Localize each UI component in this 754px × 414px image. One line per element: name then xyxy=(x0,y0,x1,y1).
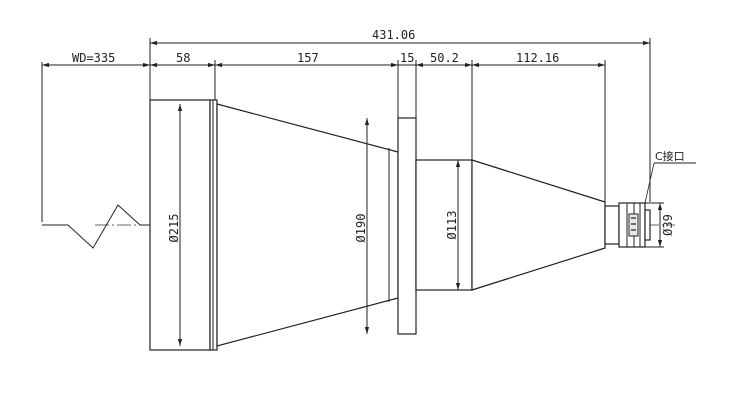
wd-dimension-label: WD=335 xyxy=(72,51,115,65)
mounting-flange xyxy=(397,117,417,335)
thread-marking xyxy=(631,217,636,231)
c-mount-adapter xyxy=(604,205,620,245)
segment-4-dimension-label: 50.2 xyxy=(430,51,459,65)
conical-lens-body xyxy=(216,103,399,347)
segment-2-dimension-label: 157 xyxy=(297,51,319,65)
working-distance-break-line xyxy=(42,204,150,249)
rear-taper xyxy=(471,159,606,291)
overall-dimension-label: 431.06 xyxy=(372,28,415,42)
body-diameter-label: Ø113 xyxy=(445,211,459,240)
segment-1-dimension-label: 58 xyxy=(176,51,190,65)
cylindrical-body xyxy=(415,159,473,291)
front-diameter-label: Ø215 xyxy=(167,214,181,243)
c-mount-leader xyxy=(644,162,655,204)
segment-3-dimension-label: 15 xyxy=(400,51,414,65)
segment-5-dimension-label: 112.16 xyxy=(516,51,559,65)
c-mount-tip xyxy=(644,209,651,241)
flange-diameter-label: Ø190 xyxy=(354,214,368,243)
thread-detail xyxy=(628,213,639,237)
c-mount-label: C接口 xyxy=(655,150,685,163)
mount-diameter-label: Ø39 xyxy=(661,214,675,236)
